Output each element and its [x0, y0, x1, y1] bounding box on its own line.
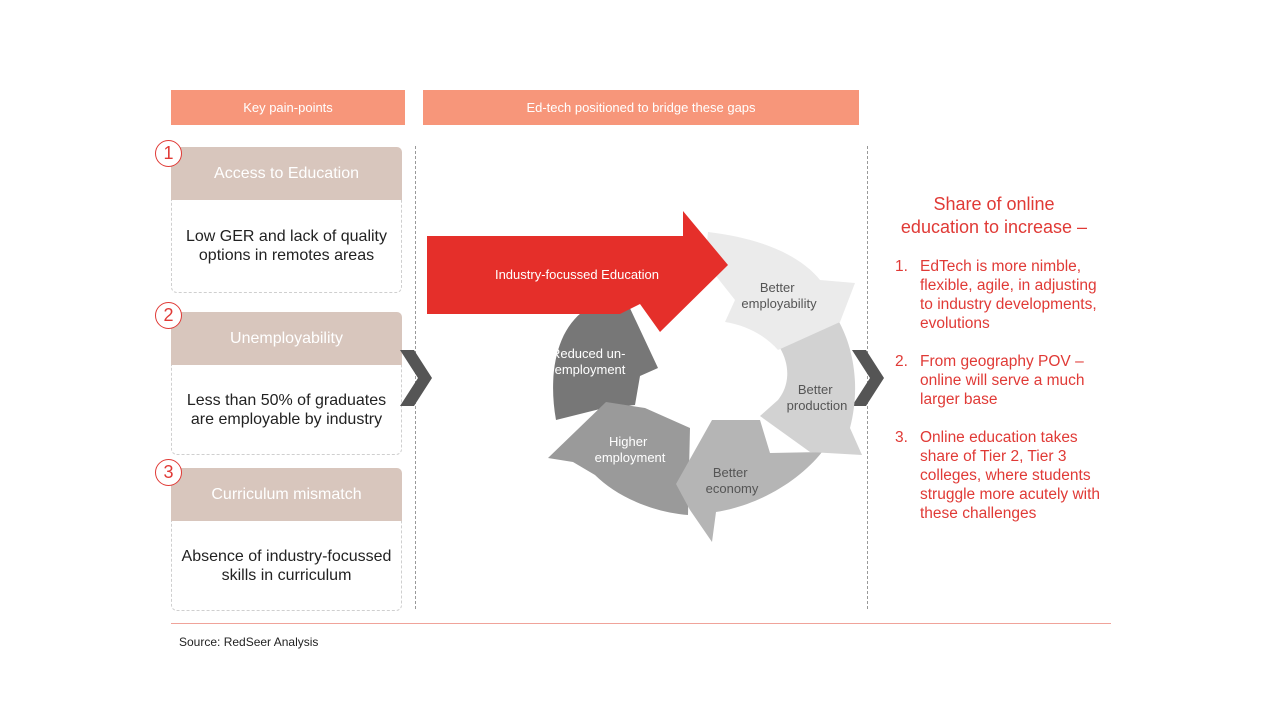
right-point-text: Online education takes share of Tier 2, … — [920, 429, 1101, 522]
right-point-text: EdTech is more nimble, flexible, agile, … — [920, 258, 1097, 332]
number-badge-1: 1 — [155, 140, 182, 167]
source-note: Source: RedSeer Analysis — [179, 635, 319, 649]
pain-point-title-unemployability: Unemployability — [171, 312, 402, 365]
number-badge-2: 2 — [155, 302, 182, 329]
right-point-number: 2. — [895, 353, 908, 370]
pain-point-body-unemployability: Less than 50% of graduates are employabl… — [171, 365, 402, 455]
pain-point-body-curriculum: Absence of industry-focussed skills in c… — [171, 521, 402, 611]
right-point-number: 3. — [895, 429, 908, 446]
right-point-3: 3. Online education takes share of Tier … — [895, 428, 1105, 523]
right-point-1: 1. EdTech is more nimble, flexible, agil… — [895, 257, 1105, 333]
number-badge-3: 3 — [155, 459, 182, 486]
chevron-right-icon-right — [852, 350, 884, 406]
chevron-right-icon-left — [400, 350, 432, 406]
pain-point-title-access: Access to Education — [171, 147, 402, 200]
right-point-2: 2. From geography POV – online will serv… — [895, 352, 1105, 409]
cycle-label-better-employability: Better employability — [741, 280, 817, 311]
cycle-arrow-better-economy — [676, 420, 822, 542]
right-title-line2: education to increase – — [900, 217, 1088, 237]
separator-right — [867, 146, 868, 609]
cycle-diagram: Industry-focussed Education Better emplo… — [427, 211, 862, 542]
footer-divider — [171, 623, 1111, 624]
pain-point-body-access: Low GER and lack of quality options in r… — [171, 200, 402, 293]
right-point-number: 1. — [895, 258, 908, 275]
cycle-arrow-industry-focussed-education — [427, 211, 728, 332]
right-point-text: From geography POV – online will serve a… — [920, 353, 1085, 408]
right-points-list: 1. EdTech is more nimble, flexible, agil… — [895, 257, 1105, 542]
cycle-label-higher-employment: Higher employment — [595, 434, 666, 465]
cycle-arrow-better-production — [760, 320, 862, 455]
cycle-label-reduced-unemployment: Reduced un- employment — [551, 346, 629, 377]
header-key-pain-points: Key pain-points — [171, 90, 405, 125]
cycle-label-input: Industry-focussed Education — [495, 267, 659, 282]
cycle-label-better-production: Better production — [787, 382, 848, 413]
cycle-arrow-higher-employment — [548, 402, 690, 515]
header-edtech-bridge: Ed-tech positioned to bridge these gaps — [423, 90, 859, 125]
cycle-arrow-better-employability — [705, 232, 855, 350]
right-title: Share of online education to increase – — [880, 193, 1108, 239]
cycle-arrow-reduced-unemployment — [553, 304, 658, 420]
pain-point-title-curriculum: Curriculum mismatch — [171, 468, 402, 521]
separator-left — [415, 146, 416, 609]
right-title-line1: Share of online — [933, 194, 1055, 214]
cycle-label-better-economy: Better economy — [706, 465, 759, 496]
